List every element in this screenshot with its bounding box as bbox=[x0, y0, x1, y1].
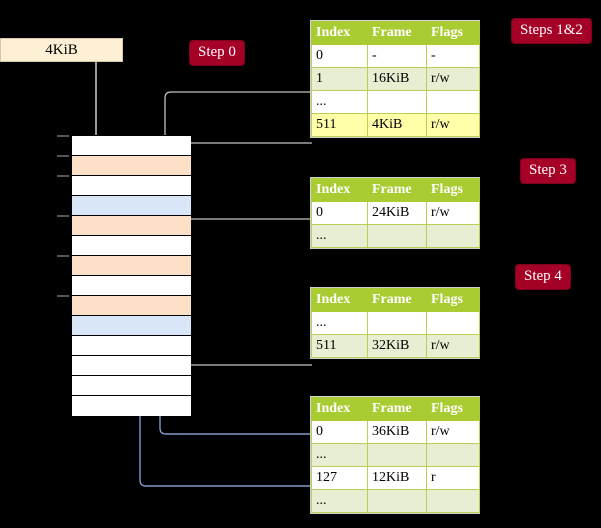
table-cell: r bbox=[426, 466, 480, 490]
table-header-flags: Flags bbox=[426, 21, 480, 45]
memory-frame-row bbox=[72, 356, 191, 376]
step-badge-step3: Step 3 bbox=[521, 159, 575, 183]
memory-frame-row bbox=[72, 376, 191, 396]
step-badge-step4: Step 4 bbox=[516, 265, 570, 289]
memory-frame-row bbox=[72, 336, 191, 356]
table-cell: 0 bbox=[311, 44, 368, 68]
table-header-frame: Frame bbox=[367, 178, 427, 202]
table-cell bbox=[426, 224, 480, 248]
virtual-address-label: 4KiB bbox=[45, 42, 78, 58]
table-header-flags: Flags bbox=[426, 178, 480, 202]
table-cell: 4KiB bbox=[367, 113, 427, 137]
table-header-index: Index bbox=[311, 288, 368, 312]
memory-frame-tick bbox=[57, 135, 69, 137]
table-cell bbox=[426, 90, 480, 114]
table-cell: 36KiB bbox=[367, 420, 427, 444]
table-cell: ... bbox=[311, 489, 368, 513]
step-badge-step0: Step 0 bbox=[190, 41, 244, 65]
memory-frame-tick bbox=[57, 215, 69, 217]
table-header-flags: Flags bbox=[426, 397, 480, 421]
step-badge-steps12: Steps 1&2 bbox=[512, 19, 591, 43]
memory-frame-tick bbox=[57, 255, 69, 257]
table-cell: ... bbox=[311, 224, 368, 248]
table-cell: 511 bbox=[311, 113, 368, 137]
table-row: ... bbox=[311, 489, 480, 513]
memory-frame-row bbox=[72, 176, 191, 196]
table-cell: r/w bbox=[426, 201, 480, 225]
virtual-address-box: 4KiB bbox=[0, 38, 123, 62]
table-row: ... bbox=[311, 443, 480, 467]
memory-frame-row bbox=[72, 156, 191, 176]
memory-frame-row bbox=[72, 296, 191, 316]
table-cell: ... bbox=[311, 90, 368, 114]
table-cell: 511 bbox=[311, 334, 368, 358]
memory-frame-tick bbox=[57, 155, 69, 157]
memory-frame-row bbox=[72, 196, 191, 216]
memory-frame-row bbox=[72, 316, 191, 336]
table-header-frame: Frame bbox=[367, 397, 427, 421]
table-cell: ... bbox=[311, 443, 368, 467]
table-cell bbox=[426, 489, 480, 513]
memory-frame-row bbox=[72, 136, 191, 156]
table-cell: 127 bbox=[311, 466, 368, 490]
memory-frame-row bbox=[72, 276, 191, 296]
table-cell bbox=[367, 443, 427, 467]
table-cell: r/w bbox=[426, 113, 480, 137]
physical-memory-column bbox=[71, 135, 191, 416]
memory-frame-tick bbox=[57, 175, 69, 177]
table-cell: r/w bbox=[426, 334, 480, 358]
table-cell: 1 bbox=[311, 67, 368, 91]
memory-frame-row bbox=[72, 216, 191, 236]
table-header-flags: Flags bbox=[426, 288, 480, 312]
table-cell bbox=[367, 90, 427, 114]
wire-pd-to-pt-frame bbox=[179, 276, 312, 366]
table-cell bbox=[367, 489, 427, 513]
table-cell bbox=[426, 443, 480, 467]
memory-frame-row bbox=[72, 256, 191, 276]
wire-pdpt-to-pd-frame bbox=[179, 218, 312, 306]
table-header-index: Index bbox=[311, 397, 368, 421]
wire-pml4-to-pdpt-frame bbox=[175, 142, 312, 239]
table-cell bbox=[367, 311, 427, 335]
memory-frame-row bbox=[72, 236, 191, 256]
table-cell: ... bbox=[311, 311, 368, 335]
table-cell bbox=[367, 224, 427, 248]
table-cell: - bbox=[426, 44, 480, 68]
table-row: 0-- bbox=[311, 44, 480, 68]
table-header-index: Index bbox=[311, 178, 368, 202]
table-header-index: Index bbox=[311, 21, 368, 45]
table-cell: 12KiB bbox=[367, 466, 427, 490]
memory-frame-tick bbox=[57, 295, 69, 297]
table-row: ... bbox=[311, 90, 480, 114]
table-header-frame: Frame bbox=[367, 21, 427, 45]
table-cell: 0 bbox=[311, 420, 368, 444]
table-row: ... bbox=[311, 311, 480, 335]
table-cell: 16KiB bbox=[367, 67, 427, 91]
table-cell: r/w bbox=[426, 420, 480, 444]
table-cell: r/w bbox=[426, 67, 480, 91]
table-cell bbox=[426, 311, 480, 335]
table-cell: 32KiB bbox=[367, 334, 427, 358]
table-cell: - bbox=[367, 44, 427, 68]
table-cell: 0 bbox=[311, 201, 368, 225]
table-header-frame: Frame bbox=[367, 288, 427, 312]
table-cell: 24KiB bbox=[367, 201, 427, 225]
table-row: ... bbox=[311, 224, 480, 248]
memory-frame-row bbox=[72, 396, 191, 416]
